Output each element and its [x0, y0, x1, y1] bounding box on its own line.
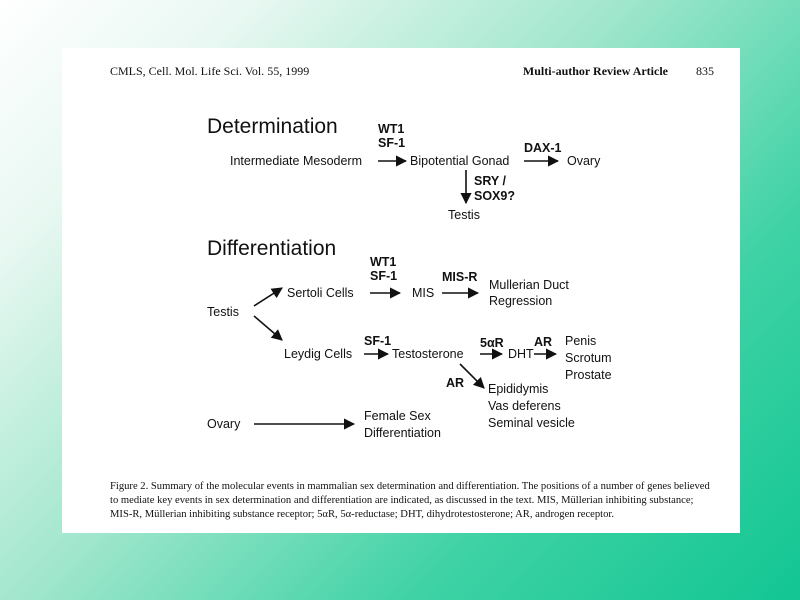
page-number: 835	[696, 64, 714, 78]
female-sex-label: Female Sex	[364, 409, 431, 423]
wt1-gene-label-2: WT1	[370, 255, 396, 269]
epididymis-label: Epididymis	[488, 382, 548, 396]
female-differentiation-label: Differentiation	[364, 426, 441, 440]
arrow-testis-to-leydig	[253, 315, 283, 341]
dax1-gene-label: DAX-1	[524, 141, 562, 155]
testosterone-label: Testosterone	[392, 347, 464, 361]
bipotential-gonad-label: Bipotential Gonad	[410, 154, 509, 168]
testis-label-determination: Testis	[448, 208, 480, 222]
differentiation-heading: Differentiation	[207, 237, 336, 260]
testis-label-differentiation: Testis	[207, 305, 239, 319]
sertoli-cells-label: Sertoli Cells	[287, 286, 354, 300]
pathway-diagram: Determination Intermediate Mesoderm WT1 …	[207, 115, 612, 440]
leydig-cells-label: Leydig Cells	[284, 347, 352, 361]
ovary-label-differentiation: Ovary	[207, 417, 241, 431]
ar-gene-label-2: AR	[446, 376, 464, 390]
5ar-gene-label: 5αR	[480, 336, 504, 350]
mis-r-gene-label: MIS-R	[442, 270, 477, 284]
article-type: Multi-author Review Article	[522, 64, 668, 78]
article-type-header: Multi-author Review Article 835	[523, 64, 714, 79]
ovary-label-determination: Ovary	[567, 154, 601, 168]
penis-label: Penis	[565, 334, 596, 348]
sf1-gene-label: SF-1	[378, 136, 405, 150]
dht-label: DHT	[508, 347, 534, 361]
journal-header: CMLS, Cell. Mol. Life Sci. Vol. 55, 1999	[110, 64, 310, 78]
vas-deferens-label: Vas deferens	[488, 399, 561, 413]
sf1-gene-label-2: SF-1	[370, 269, 397, 283]
intermediate-mesoderm-label: Intermediate Mesoderm	[230, 154, 362, 168]
regression-label: Regression	[489, 294, 552, 308]
seminal-vesicle-label: Seminal vesicle	[488, 416, 575, 430]
figure-caption: Figure 2. Summary of the molecular event…	[110, 481, 710, 520]
wt1-gene-label: WT1	[378, 122, 404, 136]
scrotum-label: Scrotum	[565, 351, 612, 365]
determination-heading: Determination	[207, 115, 338, 138]
sox9-gene-label: SOX9?	[474, 189, 515, 203]
sf1-gene-label-3: SF-1	[364, 334, 391, 348]
mullerian-duct-label: Mullerian Duct	[489, 278, 569, 292]
article-page: CMLS, Cell. Mol. Life Sci. Vol. 55, 1999…	[62, 48, 740, 533]
mis-label: MIS	[412, 286, 434, 300]
ar-gene-label-1: AR	[534, 335, 552, 349]
sry-gene-label: SRY /	[474, 174, 506, 188]
arrow-testosterone-to-wolffian	[459, 363, 485, 389]
prostate-label: Prostate	[565, 368, 612, 382]
arrow-testis-to-sertoli	[253, 287, 283, 307]
